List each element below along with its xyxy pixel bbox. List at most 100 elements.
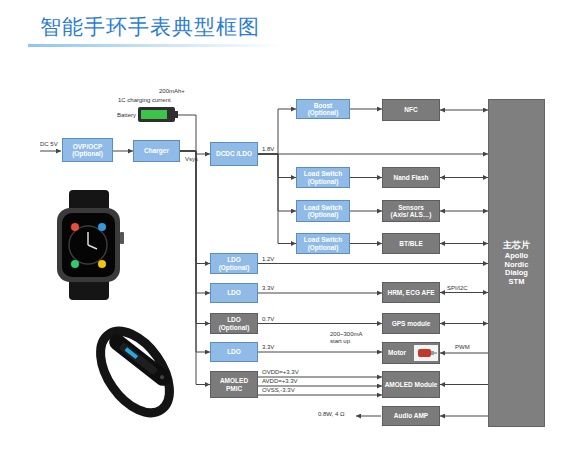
node-text: Load Switch [304,170,342,177]
connector [180,151,210,154]
node-text: AMOLED Module [385,381,438,388]
input-arrow [40,151,61,152]
node-text: BT/BLE [399,240,422,247]
watch-crown [120,232,124,244]
peripheral-block: Motor [382,342,440,364]
peripheral-block: Sensors(Axis/ ALS…) [382,200,440,222]
watch-band [69,274,109,300]
band-screen [119,342,159,375]
connector [180,151,210,352]
power-block: LDO [210,342,258,362]
peripheral-block: BT/BLE [382,233,440,254]
connector [258,154,296,178]
edge-label: 1.2V [262,256,274,263]
connector [440,243,488,244]
power-block: Load Switch(Optional) [296,200,350,222]
connector [258,109,296,154]
node-text: Load Switch [304,204,342,211]
watch-complication [98,223,106,231]
edge-label: OVDD=+3.3V [262,369,299,376]
node-text: OVP/OCP [73,143,103,150]
annotation-label: 200~300mA start up [330,331,374,345]
power-block: Boost(Optional) [296,99,350,119]
power-block: Charger [133,140,180,162]
connector [180,151,210,293]
connector [350,243,382,244]
connector [180,151,210,264]
node-text: (Optional) [219,324,250,331]
node-text: Load Switch [304,236,342,243]
node-text: Audio AMP [394,412,428,419]
watch-complication [98,260,106,268]
connector [440,353,488,354]
connector [440,416,488,417]
peripheral-block: AMOLED Module [382,371,440,398]
power-block: DCDC /LDO [210,142,258,166]
node-text: Charger [144,147,169,154]
node-text: Motor [388,349,406,356]
band-strap [86,319,183,425]
peripheral-block: Nand Flash [382,167,440,188]
connector [258,154,488,155]
annotation-label: DC 5V [40,141,58,148]
main-chip: 主芯片 Apollo Nordic Dialog STM [488,99,545,427]
edge-label: SPI/I2C [447,285,468,292]
node-text: Boost [314,102,332,109]
connector [440,177,488,178]
node-text: (Axis/ ALS…) [391,211,432,218]
connector [258,263,488,264]
watch-hands [88,232,97,249]
connector [258,377,382,378]
node-text: (Optional) [72,150,103,157]
connector [350,177,382,178]
node-text: Apollo Nordic Dialog STM [500,252,534,287]
node-text: LDO [227,316,241,323]
diagram-title: 智能手环手表典型框图 [40,13,260,41]
node-text: NFC [404,106,417,113]
battery-body [138,107,175,122]
node-text: LDO [227,348,241,355]
node-text: (Optional) [308,109,339,116]
edge-label: Vsys [185,156,198,163]
connector [258,395,382,396]
edge-label: 0.7V [262,316,274,323]
watch-dial [69,226,107,264]
node-text: LDO [227,256,241,263]
connector [440,292,488,293]
node-text: GPS module [392,320,431,327]
node-text: Sensors [398,204,424,211]
watch-complication [71,260,79,268]
watch-band [69,190,109,216]
power-block: Load Switch(Optional) [296,167,350,188]
node-text: (Optional) [308,244,339,251]
power-block: LDO(Optional) [210,253,258,274]
annotation-label: 200mAh+ [159,88,185,95]
band-capsule [106,331,174,389]
battery-charge [141,110,167,119]
peripheral-block: LDO(Optional) [210,313,258,334]
battery-terminal [175,111,178,118]
connector [180,151,210,324]
annotation-label: Battery [106,112,136,119]
node-text: (Optional) [308,178,339,185]
annotation-label: 0.8W, 4 Ω [318,411,345,418]
peripheral-block: HRM, ECG AFE [382,282,440,303]
connector [258,352,382,353]
power-block: LDO [210,283,258,303]
peripheral-block: GPS module [382,313,440,334]
band-tracker [106,331,174,389]
node-text: DCDC /LDO [216,150,252,157]
node-text: (Optional) [219,264,250,271]
band-display [125,347,138,359]
edge-label: PWM [455,344,470,351]
power-block: OVP/OCP(Optional) [62,138,113,162]
node-text: 主芯片 [503,240,530,250]
watch-screen [62,213,115,277]
node-text: LDO [227,289,241,296]
connector [440,384,488,385]
connector [258,386,382,387]
connector [180,151,210,385]
edge-label: OVSS,-3.3V [262,387,295,394]
connector [113,151,133,152]
